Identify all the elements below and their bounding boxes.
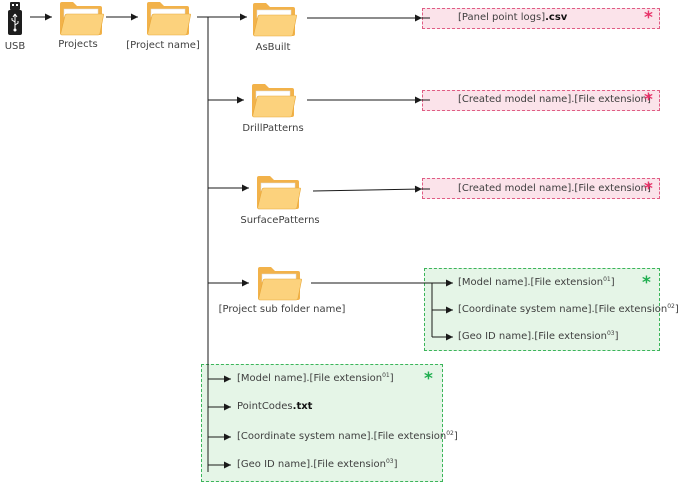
project-file-geoid: [Geo ID name].[File extension03] [237,458,398,471]
surfacepatterns-folder-label: SurfacePatterns [240,215,320,226]
subfolder-label: [Project sub folder name] [218,304,346,315]
optional-star-icon: * [424,369,433,389]
usb-drive-icon [8,2,22,35]
required-star-icon: * [644,8,653,28]
arrow-surface-file [312,185,423,193]
file-box-project [201,364,443,482]
folder-icon [253,3,297,37]
usb-label: USB [4,41,26,52]
drill-file-name: [Created model name].[File extension] [458,94,651,105]
file-box-asbuilt [422,8,660,29]
optional-star-icon: * [642,273,651,293]
required-star-icon: * [644,90,653,110]
surface-file-name: [Created model name].[File extension] [458,183,651,194]
file-box-subfolder [424,268,660,351]
required-star-icon: * [644,179,653,199]
asbuilt-folder-label: AsBuilt [255,42,291,53]
subfolder-file-geoid: [Geo ID name].[File extension03] [458,330,619,343]
projects-folder-label: Projects [58,39,98,50]
subfolder-file-coordinate: [Coordinate system name].[File extension… [458,303,679,316]
folder-icon [252,84,296,118]
project-file-model: [Model name].[File extension01] [237,372,394,385]
folder-icon [60,2,104,36]
drillpatterns-folder-label: DrillPatterns [242,123,304,134]
file-box-drillpatterns [422,90,660,111]
folder-icon [257,176,301,210]
folder-icon [258,267,302,301]
project-name-folder-label: [Project name] [126,40,200,51]
asbuilt-file-name: [Panel point logs].csv [458,12,568,23]
project-file-coordinate: [Coordinate system name].[File extension… [237,430,458,443]
subfolder-file-model: [Model name].[File extension01] [458,276,615,289]
folder-icon [147,2,191,36]
project-file-pointcodes: PointCodes.txt [237,401,313,412]
